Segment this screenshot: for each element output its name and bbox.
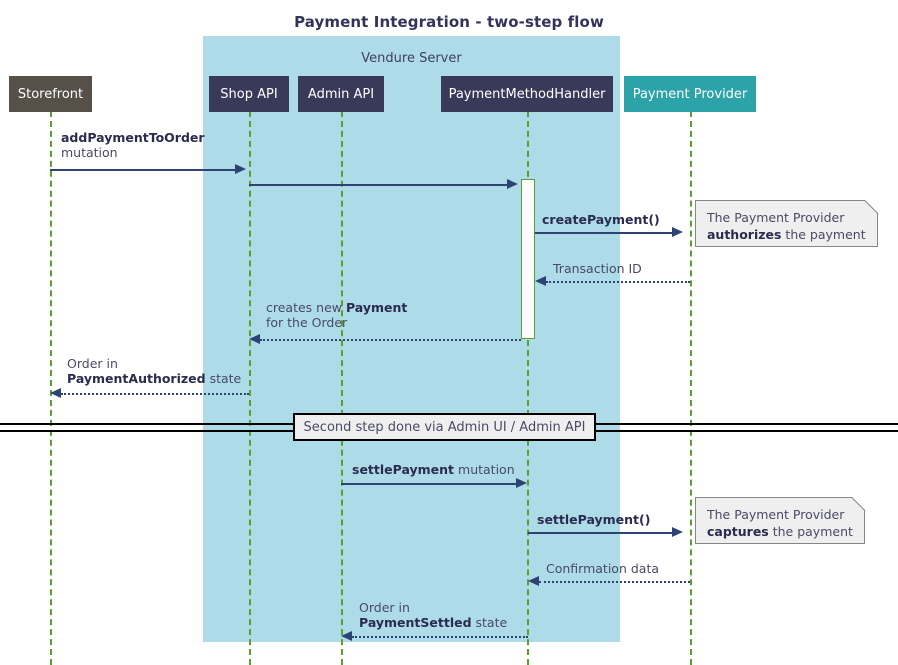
activation-bar-payment-method-handler bbox=[521, 179, 535, 339]
arrow-head-icon bbox=[50, 388, 61, 398]
message-label-creates-new-payment: creates new Payment for the Order bbox=[266, 300, 407, 330]
lifeline-payment-provider bbox=[690, 111, 692, 665]
participant-admin-api[interactable]: Admin API bbox=[298, 76, 384, 112]
note-fold-icon bbox=[865, 200, 878, 213]
group-label: Vendure Server bbox=[361, 51, 462, 66]
arrow-head-icon bbox=[235, 164, 246, 174]
participant-label: Payment Provider bbox=[632, 86, 748, 102]
note-line-2-bold: captures bbox=[707, 524, 769, 539]
message-arrow-order-payment-settled bbox=[352, 636, 528, 638]
participant-label: Shop API bbox=[220, 86, 278, 102]
message-label-order-payment-authorized: Order in PaymentAuthorized state bbox=[67, 356, 241, 386]
message-arrow-confirmation-data bbox=[539, 581, 690, 583]
participant-label: Storefront bbox=[17, 86, 84, 102]
message-label-line-1: Order in bbox=[67, 356, 118, 371]
message-label-bold: settlePayment bbox=[352, 462, 455, 477]
message-label-line-2-rest: state bbox=[471, 615, 508, 630]
message-arrow-settle-payment-call bbox=[528, 532, 672, 534]
message-arrow-order-payment-authorized bbox=[61, 393, 249, 395]
message-label-line-2: for the Order bbox=[266, 315, 348, 330]
message-label-line-1-bold: Payment bbox=[345, 300, 408, 315]
lifeline-shop-api bbox=[249, 111, 251, 665]
participant-storefront[interactable]: Storefront bbox=[9, 76, 92, 112]
arrow-head-icon bbox=[672, 227, 683, 237]
lifeline-payment-method-handler bbox=[527, 111, 529, 665]
note-line-1: The Payment Provider bbox=[707, 507, 845, 522]
message-label-create-payment: createPayment() bbox=[542, 212, 660, 227]
note-fold-icon bbox=[852, 497, 865, 510]
message-label-bold: settlePayment() bbox=[537, 512, 651, 527]
message-label-settle-payment-call: settlePayment() bbox=[537, 512, 650, 527]
note-captures: The Payment Provider captures the paymen… bbox=[695, 497, 865, 544]
arrow-head-icon bbox=[535, 276, 546, 286]
participant-label: Admin API bbox=[307, 86, 375, 102]
message-label-line-1-pre: creates new bbox=[266, 300, 346, 315]
divider-label-box: Second step done via Admin UI / Admin AP… bbox=[293, 413, 596, 441]
message-label-rest: Confirmation data bbox=[546, 561, 660, 576]
message-label-transaction-id: Transaction ID bbox=[553, 261, 642, 276]
arrow-head-icon bbox=[672, 527, 683, 537]
participant-payment-method-handler[interactable]: PaymentMethodHandler bbox=[441, 76, 613, 112]
participant-label: PaymentMethodHandler bbox=[448, 86, 606, 102]
message-arrow-create-payment bbox=[535, 232, 672, 234]
message-arrow-settle-payment-mutation bbox=[341, 483, 516, 485]
message-label-confirmation-data: Confirmation data bbox=[546, 561, 659, 576]
divider-label: Second step done via Admin UI / Admin AP… bbox=[303, 419, 586, 435]
message-label-line-2-bold: PaymentSettled bbox=[359, 615, 472, 630]
message-label-line-2-bold: PaymentAuthorized bbox=[67, 371, 206, 386]
message-label-line-1: Order in bbox=[359, 600, 410, 615]
message-label-rest: mutation bbox=[454, 462, 515, 477]
participant-shop-api[interactable]: Shop API bbox=[209, 76, 289, 112]
arrow-head-icon bbox=[249, 334, 260, 344]
note-line-2-bold: authorizes bbox=[707, 227, 782, 242]
note-authorizes: The Payment Provider authorizes the paym… bbox=[695, 200, 878, 247]
arrow-head-icon bbox=[507, 179, 518, 189]
message-arrow-creates-new-payment bbox=[260, 339, 521, 341]
arrow-head-icon bbox=[341, 631, 352, 641]
note-line-2-rest: the payment bbox=[768, 524, 853, 539]
message-label-bold: addPaymentToOrder bbox=[61, 130, 205, 145]
message-label-order-payment-settled: Order in PaymentSettled state bbox=[359, 600, 507, 630]
message-label-bold: createPayment() bbox=[542, 212, 660, 227]
note-line-1: The Payment Provider bbox=[707, 210, 845, 225]
message-label-rest: mutation bbox=[61, 145, 118, 160]
message-label-settle-payment-mutation: settlePayment mutation bbox=[352, 462, 515, 477]
message-arrow-shop-api-to-handler bbox=[249, 184, 507, 186]
arrow-head-icon bbox=[528, 576, 539, 586]
lifeline-admin-api bbox=[341, 111, 343, 665]
note-line-2-rest: the payment bbox=[781, 227, 866, 242]
message-label-rest: Transaction ID bbox=[553, 261, 642, 276]
diagram-title: Payment Integration - two-step flow bbox=[294, 13, 604, 31]
arrow-head-icon bbox=[516, 478, 527, 488]
message-arrow-transaction-id bbox=[546, 281, 690, 283]
message-arrow-add-payment-to-order bbox=[50, 169, 235, 171]
message-label-add-payment-to-order: addPaymentToOrder mutation bbox=[61, 130, 205, 160]
message-label-line-2-rest: state bbox=[205, 371, 242, 386]
participant-payment-provider[interactable]: Payment Provider bbox=[624, 76, 756, 112]
